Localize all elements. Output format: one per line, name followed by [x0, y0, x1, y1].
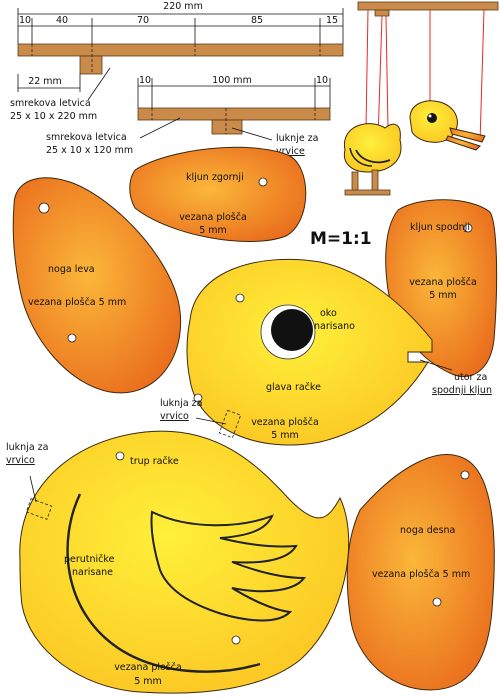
svg-text:5 mm: 5 mm: [429, 290, 457, 301]
segment-3: 70: [137, 15, 149, 26]
svg-text:vezana plošča 5 mm: vezana plošča 5 mm: [28, 297, 126, 308]
scale-label: M=1:1: [310, 229, 372, 249]
svg-text:10: 10: [139, 75, 151, 86]
eye-pupil: [271, 309, 313, 351]
hole-beak-upper: [258, 177, 268, 187]
label-slot: utor za spodnji kljun: [419, 359, 492, 396]
hole-body-top: [115, 451, 125, 461]
beak-lower-name: kljun spodnji: [410, 222, 470, 233]
hole-leg-left-bottom: [67, 333, 77, 343]
svg-text:5 mm: 5 mm: [271, 430, 299, 441]
dimension-segments: 10 40 70 85 15: [18, 15, 343, 44]
label-stick-long: smrekova letvica 25 x 10 x 220 mm: [10, 67, 111, 122]
dimension-total-label: 220 mm: [163, 1, 203, 12]
leg-right-name: noga desna: [400, 525, 455, 536]
part-head: oko narisano glava račke vezana plošča 5…: [186, 258, 433, 446]
label-stick-short: smrekova letvica 25 x 10 x 120 mm: [46, 117, 181, 156]
part-body: trup račke perutničke narisane vezana pl…: [19, 430, 350, 694]
svg-text:5 mm: 5 mm: [199, 225, 227, 236]
svg-text:spodnji kljun: spodnji kljun: [432, 385, 492, 396]
label-body-hole: luknja za vrvico: [6, 442, 48, 503]
assembly-illustration: [343, 1, 499, 196]
hole-leg-right-top: [460, 470, 470, 480]
dimension-second: 10 100 mm 10: [137, 75, 331, 108]
hole-leg-right-bottom: [432, 597, 442, 607]
svg-text:smrekova letvica: smrekova letvica: [10, 98, 91, 109]
hole-head-top: [235, 293, 245, 303]
svg-text:vezana plošča: vezana plošča: [251, 417, 319, 428]
svg-text:vrvico: vrvico: [160, 411, 189, 422]
svg-text:oko: oko: [320, 308, 337, 319]
hole-head-bottom: [193, 393, 203, 403]
svg-text:vrvico: vrvico: [6, 455, 35, 466]
segment-5: 15: [326, 15, 338, 26]
segment-2: 40: [56, 15, 68, 26]
head-name: glava račke: [266, 382, 321, 393]
beak-upper-name: kljun zgornji: [186, 172, 244, 183]
svg-text:10: 10: [316, 75, 328, 86]
body-name: trup račke: [130, 456, 179, 467]
small-block-label: 22 mm: [28, 76, 62, 87]
stick-long: [17, 43, 344, 75]
svg-text:luknje za: luknje za: [276, 133, 319, 144]
leg-left-name: noga leva: [48, 264, 95, 275]
dimension-small-block: 22 mm: [17, 74, 81, 92]
svg-text:vezana plošča: vezana plošča: [409, 277, 477, 288]
svg-text:25 x 10 x 120 mm: 25 x 10 x 120 mm: [46, 145, 133, 156]
segment-1: 10: [19, 15, 31, 26]
svg-text:5 mm: 5 mm: [134, 676, 162, 687]
label-holes-strings: luknje za vrvice: [231, 127, 319, 157]
part-leg-left: noga leva vezana plošča 5 mm: [12, 177, 182, 394]
svg-text:vezana plošča: vezana plošča: [179, 212, 247, 223]
svg-text:luknja za: luknja za: [160, 398, 202, 409]
segment-4: 85: [251, 15, 263, 26]
part-leg-right: noga desna vezana plošča 5 mm: [346, 454, 495, 691]
part-beak-upper: kljun zgornji vezana plošča 5 mm: [129, 146, 307, 242]
svg-text:smrekova letvica: smrekova letvica: [46, 132, 127, 143]
svg-text:luknja za: luknja za: [6, 442, 48, 453]
svg-text:perutničke: perutničke: [64, 554, 115, 565]
svg-text:utor za: utor za: [454, 372, 487, 383]
hole-body-bottom: [231, 635, 241, 645]
svg-text:25 x 10 x 220 mm: 25 x 10 x 220 mm: [10, 111, 97, 122]
hole-leg-left-top: [38, 202, 50, 214]
stick-short: [137, 107, 331, 135]
svg-text:100 mm: 100 mm: [212, 75, 252, 86]
svg-text:narisane: narisane: [72, 567, 113, 578]
hole-beak-lower: [463, 223, 473, 233]
label-head-hole: luknja za vrvico: [160, 398, 227, 425]
svg-text:vezana plošča 5 mm: vezana plošča 5 mm: [372, 569, 470, 580]
svg-text:vezana plošča: vezana plošča: [114, 662, 182, 673]
svg-text:vrvice: vrvice: [276, 146, 305, 157]
svg-text:narisano: narisano: [314, 321, 355, 332]
